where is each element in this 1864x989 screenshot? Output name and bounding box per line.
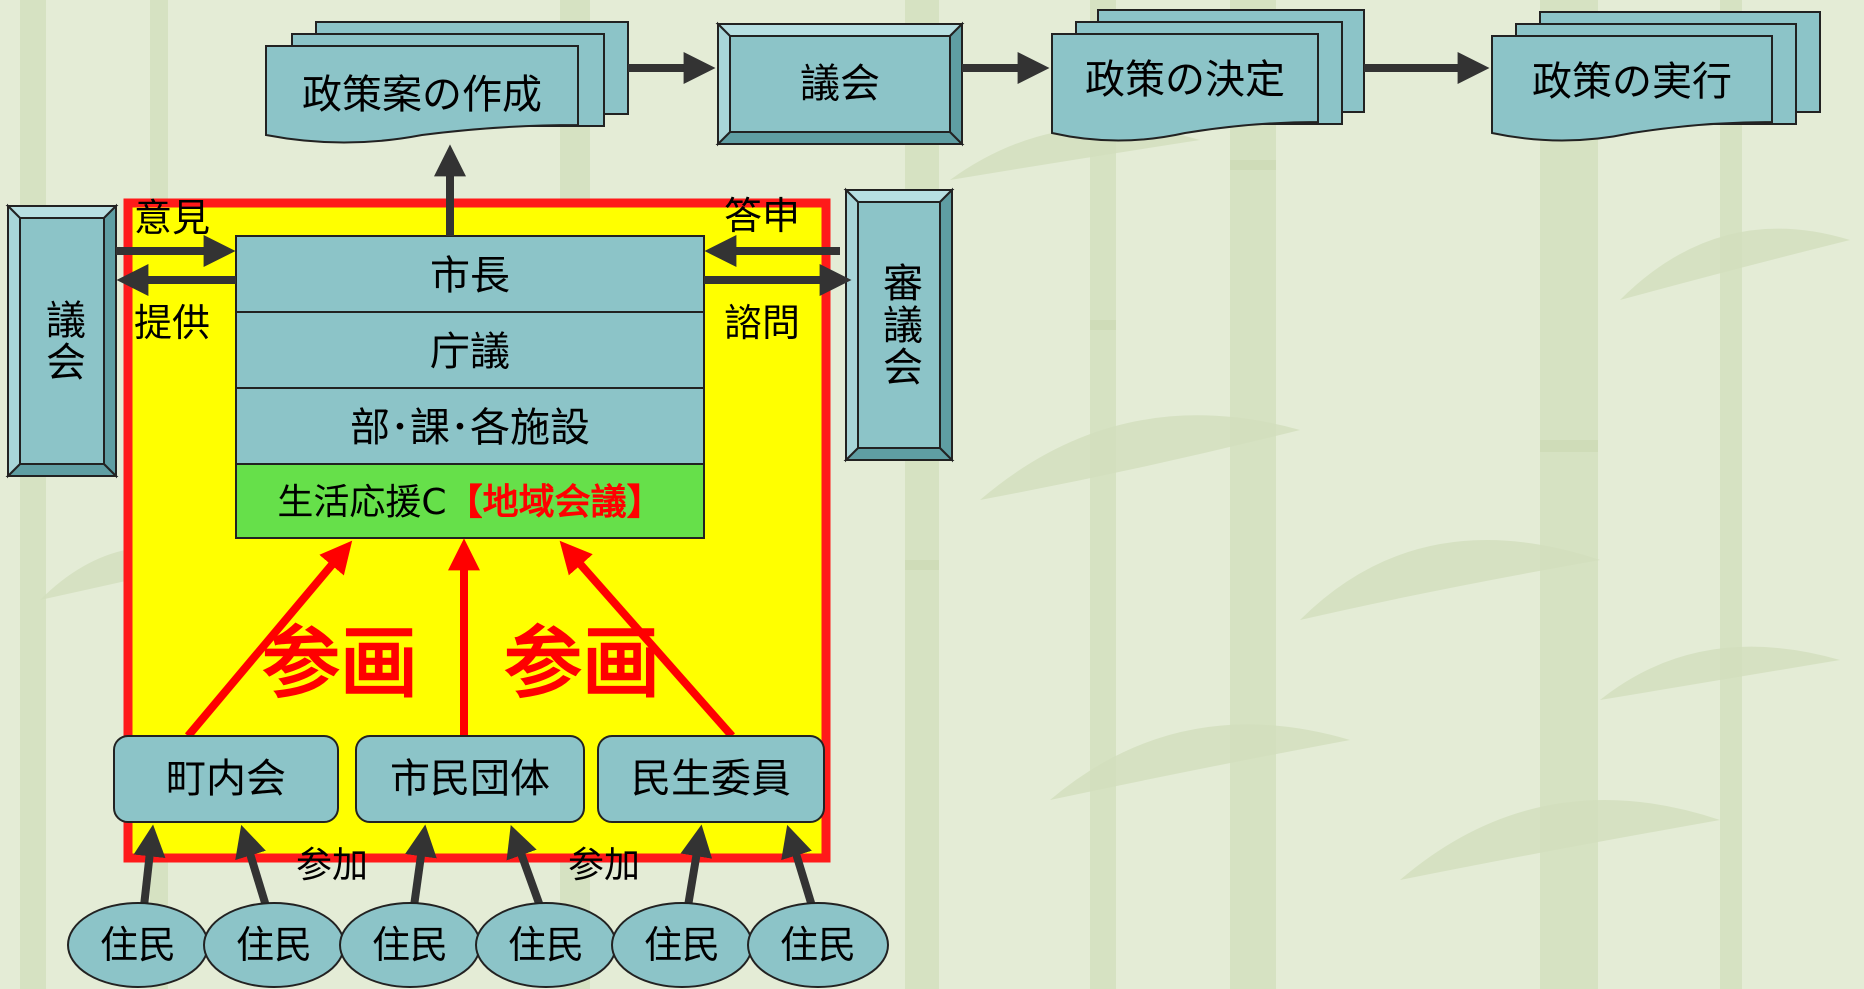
resident-label-2: 住民 xyxy=(235,923,313,967)
regional-meeting-label: 【地域会議】 xyxy=(446,482,663,523)
opinion-label: 意見 xyxy=(134,196,211,240)
resident-ellipse-6 xyxy=(747,902,889,988)
arrow-resident-2 xyxy=(235,824,270,908)
mayor-box xyxy=(235,235,705,313)
support-center-name: 生活応援C xyxy=(277,482,447,523)
right-council-shape xyxy=(843,187,955,463)
mayor-label: 市長 xyxy=(430,253,510,299)
consult-label: 諮問 xyxy=(724,301,801,345)
group-label-1: 町内会 xyxy=(166,756,286,802)
join-label-2: 参加 xyxy=(567,845,641,886)
arrow-resident-5 xyxy=(680,824,713,907)
resident-label-1: 住民 xyxy=(99,923,177,967)
join-label-1: 参加 xyxy=(295,845,369,886)
execution-label: 政策の実行 xyxy=(1532,59,1732,105)
resident-label-5: 住民 xyxy=(643,923,721,967)
arrow-resident-3 xyxy=(405,824,437,907)
departments-box xyxy=(235,387,705,465)
provide-label: 提供 xyxy=(134,301,211,345)
group-box-1 xyxy=(113,735,339,823)
support-center-label: 生活応援C【地域会議】 xyxy=(277,485,662,521)
decision-document-shape xyxy=(1051,9,1365,142)
support-center-box xyxy=(235,463,705,539)
group-box-2 xyxy=(355,735,585,823)
arrow-resident-1 xyxy=(133,824,166,907)
cabinet-box xyxy=(235,311,705,389)
report-label: 答申 xyxy=(724,194,801,238)
group-box-3 xyxy=(597,735,825,823)
arrow-participation-3 xyxy=(559,540,735,739)
decision-label: 政策の決定 xyxy=(1085,57,1285,103)
group-label-3: 民生委員 xyxy=(631,756,791,802)
group-label-2: 市民団体 xyxy=(390,756,550,802)
right-council-label: 審議会 xyxy=(876,262,922,388)
resident-label-4: 住民 xyxy=(507,923,585,967)
proposal-label: 政策案の作成 xyxy=(302,72,542,118)
cabinet-label: 庁議 xyxy=(430,329,510,375)
left-council-label: 議会 xyxy=(39,299,85,383)
arrow-resident-6 xyxy=(781,824,816,908)
arrow-participation-1 xyxy=(184,540,353,739)
resident-label-6: 住民 xyxy=(779,923,857,967)
left-council-shape xyxy=(5,203,119,479)
assembly-box-shape xyxy=(715,21,965,147)
execution-document-shape xyxy=(1491,11,1821,142)
resident-label-3: 住民 xyxy=(371,923,449,967)
participation-label-2: 参画 xyxy=(503,619,661,709)
participation-label-1: 参画 xyxy=(261,619,419,709)
assembly-label: 議会 xyxy=(800,61,880,107)
arrow-resident-4 xyxy=(506,824,544,908)
departments-label: 部･課･各施設 xyxy=(350,405,590,451)
